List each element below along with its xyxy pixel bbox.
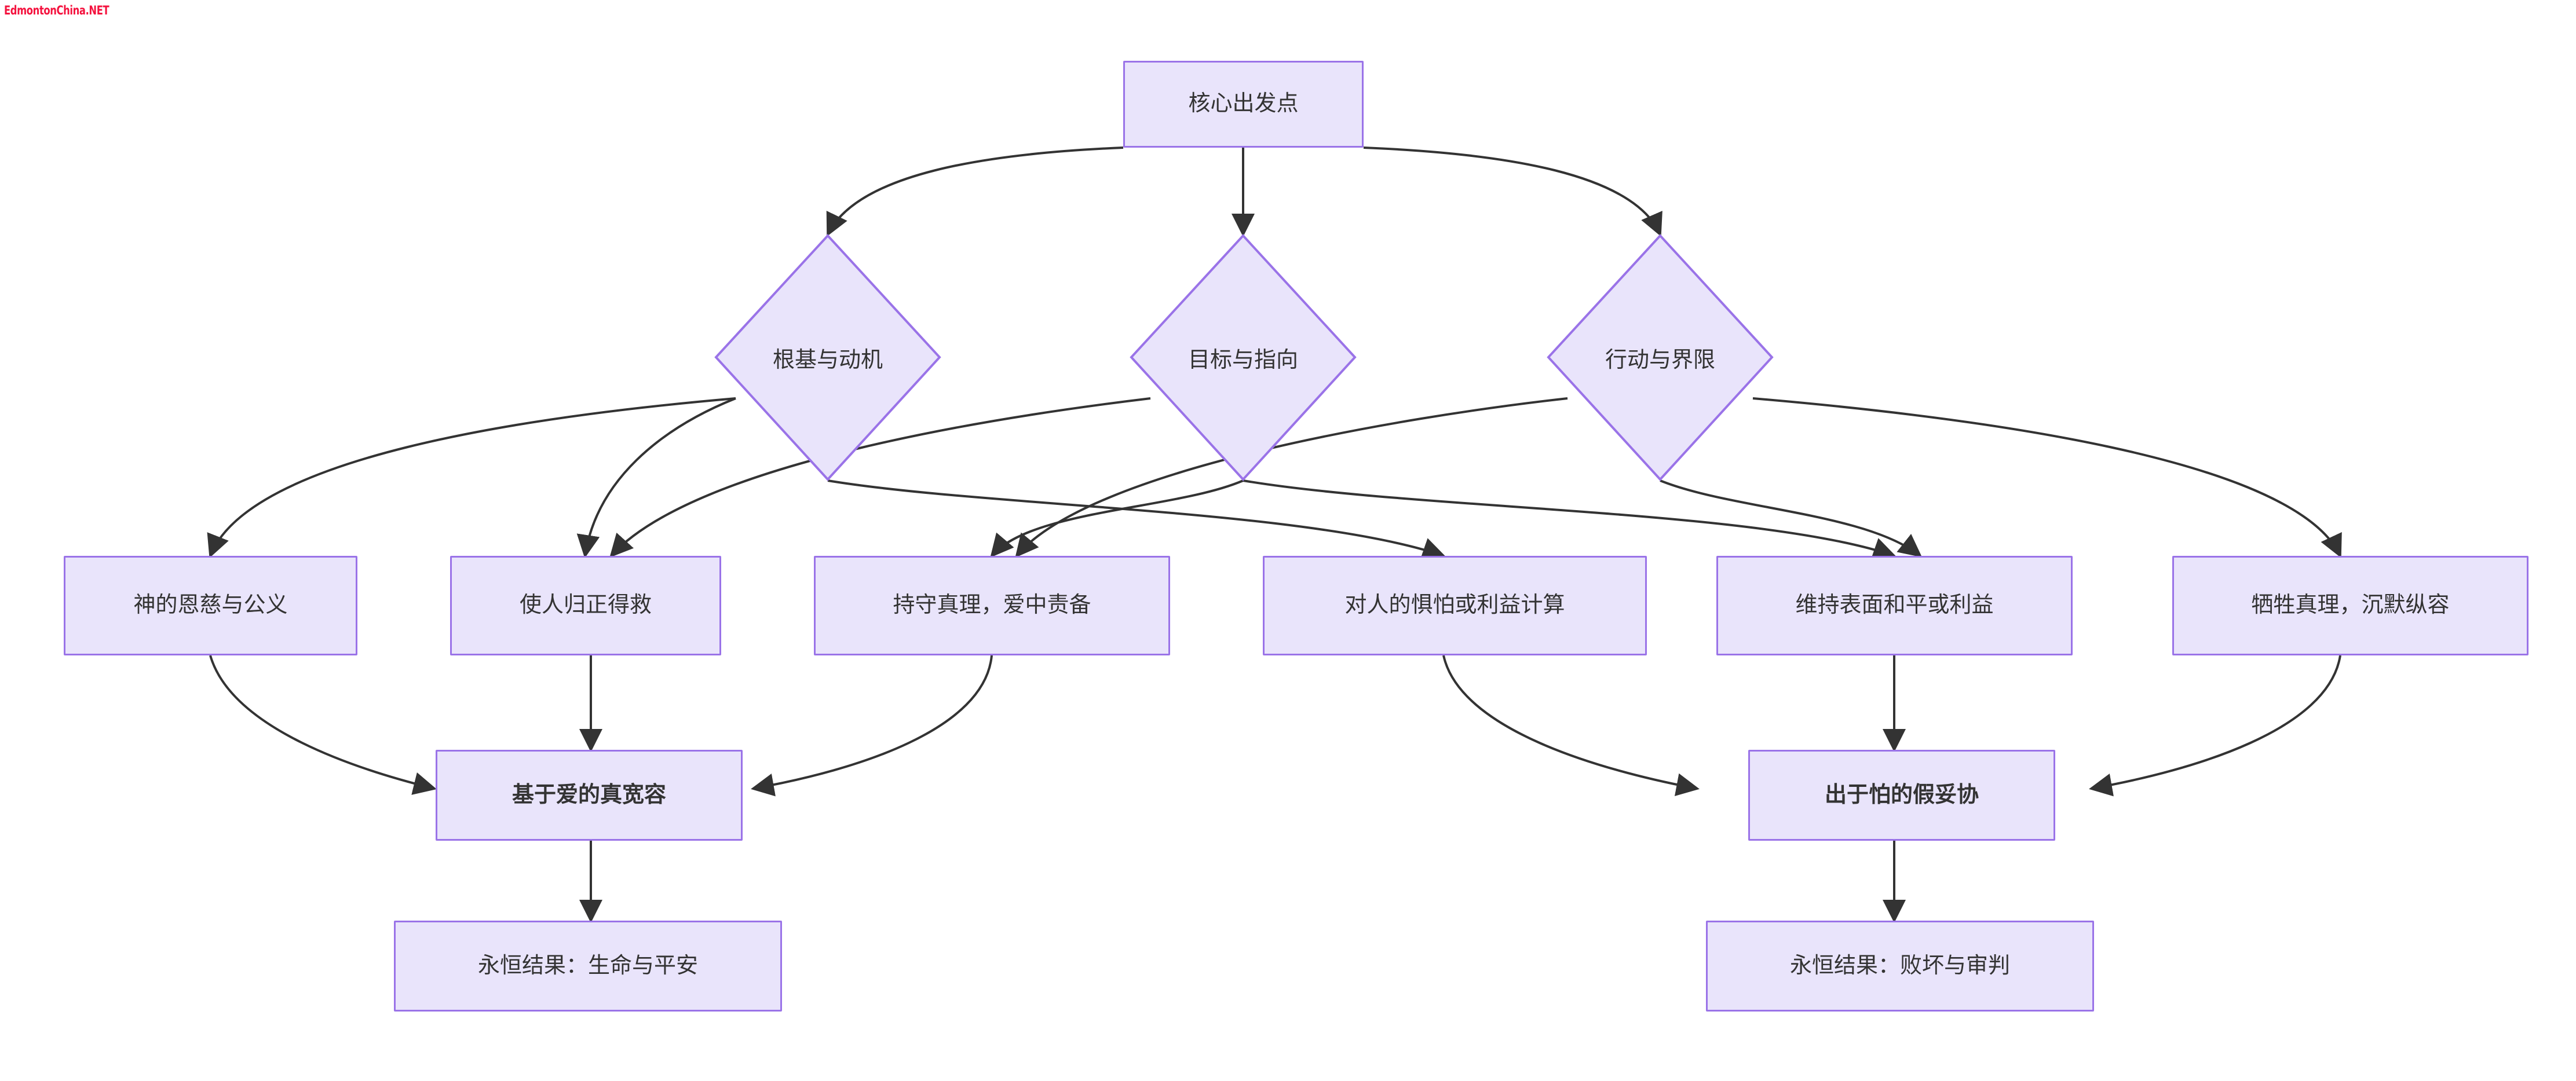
edge-d1-b4 xyxy=(827,479,1446,560)
node-label: 牺牲真理，沉默纵容 xyxy=(2251,593,2450,618)
node-label: 基于爱的真宽容 xyxy=(511,782,666,807)
edge-d1-b2 xyxy=(576,397,736,558)
edge-d1-b1 xyxy=(207,397,736,558)
node-label: 使人归正得救 xyxy=(519,593,652,618)
edge-d2-b5 xyxy=(1243,479,1897,560)
node-outcome-life-and-peace[interactable]: 永恒结果：生命与平安 xyxy=(394,921,782,1012)
node-core-starting-point[interactable]: 核心出发点 xyxy=(1123,61,1364,148)
node-conclusion-false-compromise-from-fear[interactable]: 出于怕的假妥协 xyxy=(1748,750,2055,841)
node-goal-and-direction[interactable]: 目标与指向 xyxy=(1130,234,1357,481)
node-branch-sacrifice-truth-silent-tolerance[interactable]: 牺牲真理，沉默纵容 xyxy=(2172,556,2529,655)
node-outcome-corruption-and-judgment[interactable]: 永恒结果：败坏与审判 xyxy=(1706,921,2094,1012)
node-label: 永恒结果：败坏与审判 xyxy=(1789,953,2010,978)
edge-b3-c1 xyxy=(751,655,993,797)
node-label: 核心出发点 xyxy=(1188,91,1299,116)
edge-d2-b3 xyxy=(990,479,1244,558)
node-branch-restore-and-save[interactable]: 使人归正得救 xyxy=(450,556,721,655)
node-label: 出于怕的假妥协 xyxy=(1824,782,1979,807)
node-label: 神的恩慈与公义 xyxy=(133,593,288,618)
node-branch-hold-truth-rebuke-in-love[interactable]: 持守真理，爱中责备 xyxy=(814,556,1170,655)
node-branch-fear-of-man-or-self-interest[interactable]: 对人的惧怕或利益计算 xyxy=(1263,556,1647,655)
edge-d3-b5 xyxy=(1660,479,1923,558)
watermark-edmontonchina: EdmontonChina.NET xyxy=(4,3,109,17)
node-label: 维持表面和平或利益 xyxy=(1795,593,1994,618)
edge-b6-c2 xyxy=(2089,655,2341,797)
edge-root-d3 xyxy=(1363,146,1662,237)
edge-d3-b6 xyxy=(1752,397,2342,558)
node-branch-keep-surface-peace-or-profit[interactable]: 维持表面和平或利益 xyxy=(1716,556,2073,655)
node-branch-grace-and-justice[interactable]: 神的恩慈与公义 xyxy=(64,556,357,655)
node-conclusion-true-tolerance-from-love[interactable]: 基于爱的真宽容 xyxy=(436,750,743,841)
node-action-and-boundary[interactable]: 行动与界限 xyxy=(1547,234,1774,481)
node-label: 对人的惧怕或利益计算 xyxy=(1344,593,1565,618)
edge-root-d1 xyxy=(826,146,1124,237)
node-foundation-and-motive[interactable]: 根基与动机 xyxy=(714,234,941,481)
edge-b1-c1 xyxy=(209,655,437,795)
node-label: 永恒结果：生命与平安 xyxy=(477,953,698,978)
node-label: 持守真理，爱中责备 xyxy=(893,593,1091,618)
edge-b4-c2 xyxy=(1442,655,1700,796)
